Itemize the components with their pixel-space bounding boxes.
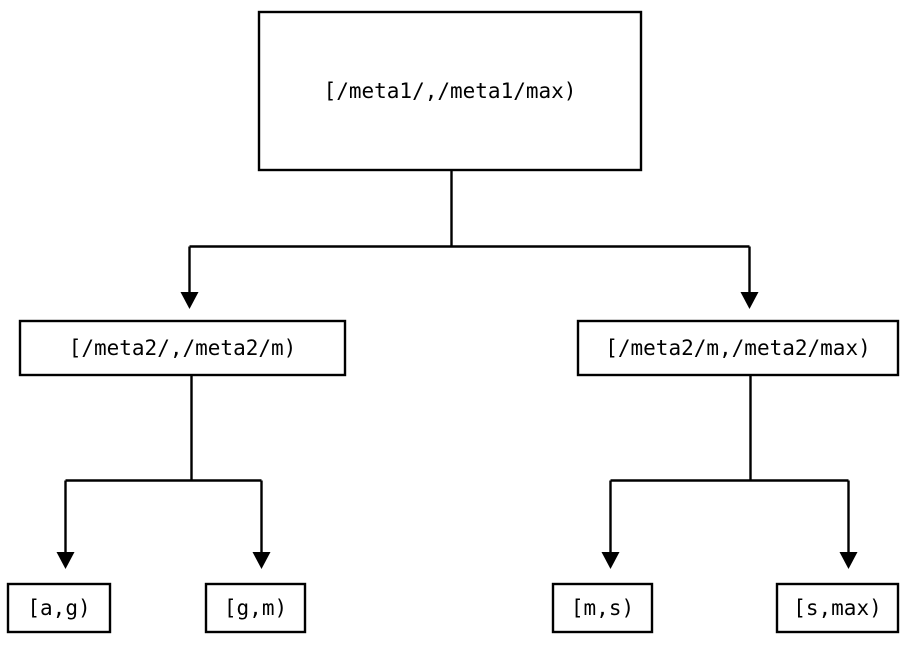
node-mid-left[interactable]: [/meta2/,/meta2/m) [18, 319, 347, 377]
arrowhead-mid-left-to-leaf-gm [252, 552, 271, 569]
node-mid-right-label: [/meta2/m,/meta2/max) [605, 336, 871, 360]
node-leaf-a-g[interactable]: [a,g) [6, 582, 112, 634]
arrowhead-root-to-mid-left [180, 292, 199, 309]
node-root[interactable]: [/meta1/,/meta1/max) [257, 10, 643, 172]
arrowhead-mid-right-to-leaf-ms [601, 552, 620, 569]
edge-group-midleft-to-leaves [56, 375, 271, 569]
node-leaf-m-s[interactable]: [m,s) [551, 582, 654, 634]
node-leaf-s-max-label: [s,max) [793, 596, 882, 620]
node-leaf-g-m-label: [g,m) [224, 596, 287, 620]
node-leaf-a-g-box [6, 582, 112, 634]
edge-group-root-to-middle [180, 170, 759, 309]
node-mid-left-label: [/meta2/,/meta2/m) [69, 336, 297, 360]
node-mid-left-box [18, 319, 347, 377]
node-leaf-g-m[interactable]: [g,m) [204, 582, 307, 634]
node-leaf-a-g-label: [a,g) [27, 596, 90, 620]
arrowhead-mid-left-to-leaf-ag [56, 552, 75, 569]
node-root-label: [/meta1/,/meta1/max) [324, 79, 577, 103]
node-leaf-s-max-box [775, 582, 900, 634]
arrowhead-root-to-mid-right [740, 292, 759, 309]
node-mid-right-box [576, 319, 900, 377]
edge-group-midright-to-leaves [601, 375, 858, 569]
node-mid-right[interactable]: [/meta2/m,/meta2/max) [576, 319, 900, 377]
node-leaf-s-max[interactable]: [s,max) [775, 582, 900, 634]
node-root-box [257, 10, 643, 172]
node-leaf-m-s-box [551, 582, 654, 634]
node-leaf-g-m-box [204, 582, 307, 634]
arrowhead-mid-right-to-leaf-smax [839, 552, 858, 569]
node-leaf-m-s-label: [m,s) [571, 596, 634, 620]
